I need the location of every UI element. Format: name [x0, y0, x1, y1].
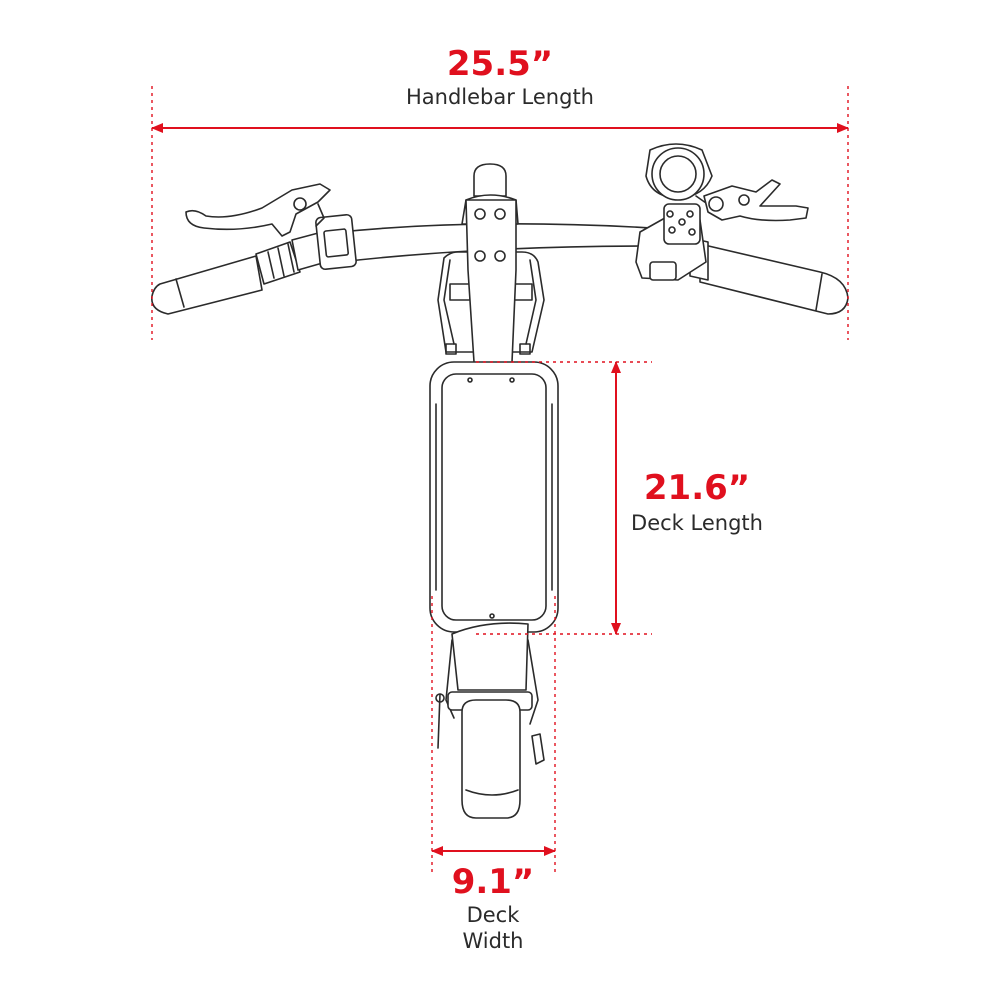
- deck-width-dimension-label: 9.1” Deck Width: [418, 862, 568, 954]
- right-brake-lever: [703, 179, 809, 222]
- rear-wheel-assembly: [435, 622, 545, 819]
- scooter-outline: [151, 143, 849, 819]
- right-controller: [635, 203, 707, 281]
- deck-width-value: 9.1”: [451, 862, 535, 902]
- deck-width-dimension-line: [431, 596, 556, 876]
- display-unit: [645, 143, 717, 211]
- deck: [429, 361, 559, 633]
- handlebar-length-value: 25.5”: [446, 44, 554, 84]
- deck-width-caption-line2: Width: [462, 929, 524, 953]
- left-grip: [151, 231, 327, 315]
- handlebar-dimension-line: [151, 86, 849, 340]
- left-throttle-box: [315, 213, 357, 271]
- stem: [437, 163, 545, 383]
- right-grip: [689, 237, 849, 315]
- deck-width-caption-line1: Deck: [466, 903, 520, 927]
- deck-length-caption: Deck Length: [631, 511, 763, 535]
- deck-length-dimension-label: 21.6” Deck Length: [612, 468, 782, 536]
- deck-length-dimension-line: [476, 361, 652, 635]
- left-brake-lever: [185, 183, 331, 237]
- deck-length-value: 21.6”: [643, 468, 751, 508]
- handlebar-length-caption: Handlebar Length: [406, 85, 594, 109]
- handlebar-dimension-label: 25.5” Handlebar Length: [340, 44, 660, 110]
